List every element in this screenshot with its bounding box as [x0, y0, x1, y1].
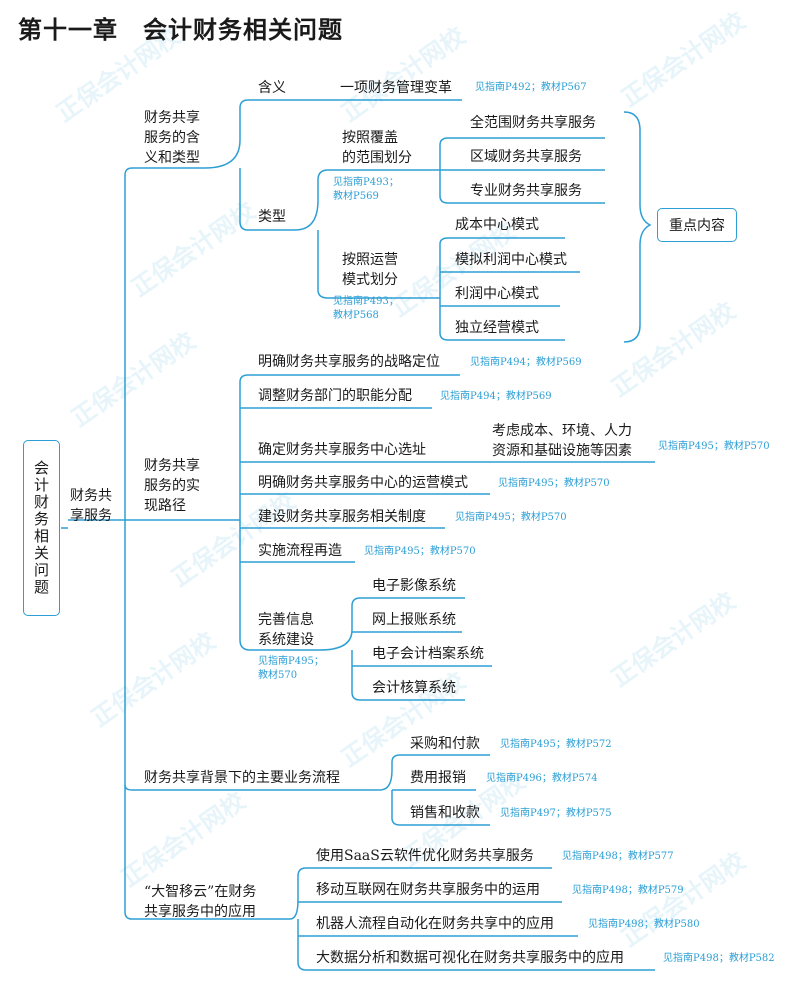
path-item: 明确财务共享服务中心的运营模式: [258, 475, 468, 491]
system-item: 网上报账系统: [372, 612, 456, 628]
tech-ref: 见指南P498；教材P582: [663, 953, 775, 964]
operation-ref: 见指南P493；教材P568: [333, 296, 399, 321]
tech-ref: 见指南P498；教材P580: [588, 919, 700, 930]
key-content-box: 重点内容: [657, 208, 737, 242]
coverage-label: 按照覆盖的范围划分: [342, 130, 412, 166]
path-ref: 见指南P495；教材P570: [658, 441, 770, 452]
process-item: 采购和付款: [410, 736, 480, 752]
page-title: 第十一章 会计财务相关问题: [18, 16, 343, 44]
path-item: 调整财务部门的职能分配: [258, 388, 412, 404]
path-item: 建设财务共享服务相关制度: [258, 509, 426, 525]
tech-item: 使用SaaS云软件优化财务共享服务: [316, 848, 534, 864]
tech-ref: 见指南P498；教材P577: [562, 851, 674, 862]
meaning-ref: 见指南P492；教材P567: [475, 82, 587, 93]
tech-item: 大数据分析和数据可视化在财务共享服务中的应用: [316, 950, 624, 966]
system-item: 电子会计档案系统: [372, 646, 484, 662]
coverage-ref: 见指南P493；教材P569: [333, 177, 399, 202]
meaning-label: 含义: [258, 80, 286, 96]
root-node: 会计财务相关问题: [23, 440, 60, 616]
branch4-label: “大智移云”在财务共享服务中的应用: [144, 884, 257, 920]
path-ref: 见指南P495；教材P570: [455, 512, 567, 523]
process-item: 费用报销: [410, 770, 466, 786]
process-item: 销售和收款: [410, 805, 480, 821]
process-ref: 见指南P497；教材P575: [500, 808, 612, 819]
path-item: 确定财务共享服务中心选址: [258, 442, 426, 458]
system-item: 会计核算系统: [372, 680, 456, 696]
branch1-label: 财务共享服务的含义和类型: [144, 110, 200, 166]
coverage-item: 区域财务共享服务: [470, 149, 582, 165]
path-ref: 见指南P495；教材P570: [364, 546, 476, 557]
operation-item: 成本中心模式: [455, 217, 539, 233]
systems-ref: 见指南P495；教材570: [258, 656, 324, 681]
process-ref: 见指南P496；教材P574: [486, 773, 598, 784]
path-ref: 见指南P494；教材P569: [440, 391, 552, 402]
tech-ref: 见指南P498；教材P579: [572, 885, 684, 896]
branch3-label: 财务共享背景下的主要业务流程: [144, 770, 340, 786]
operation-label: 按照运营模式划分: [342, 252, 398, 288]
operation-item: 独立经营模式: [455, 320, 539, 336]
coverage-item: 专业财务共享服务: [470, 183, 582, 199]
tech-item: 机器人流程自动化在财务共享中的应用: [316, 916, 554, 932]
systems-label: 完善信息系统建设: [258, 612, 314, 648]
operation-item: 模拟利润中心模式: [455, 252, 567, 268]
site-detail: 考虑成本、环境、人力资源和基础设施等因素: [492, 423, 632, 459]
system-item: 电子影像系统: [372, 578, 456, 594]
path-item: 明确财务共享服务的战略定位: [258, 354, 440, 370]
tech-item: 移动互联网在财务共享服务中的运用: [316, 882, 540, 898]
path-ref: 见指南P494；教材P569: [470, 357, 582, 368]
meaning-value: 一项财务管理变革: [340, 80, 452, 96]
path-item: 实施流程再造: [258, 543, 342, 559]
operation-item: 利润中心模式: [455, 286, 539, 302]
process-ref: 见指南P495；教材P572: [500, 739, 612, 750]
coverage-item: 全范围财务共享服务: [470, 115, 596, 131]
level1-node: 财务共享服务: [70, 488, 112, 524]
path-ref: 见指南P495；教材P570: [498, 478, 610, 489]
types-label: 类型: [258, 209, 286, 225]
branch2-label: 财务共享服务的实现路径: [144, 458, 200, 514]
